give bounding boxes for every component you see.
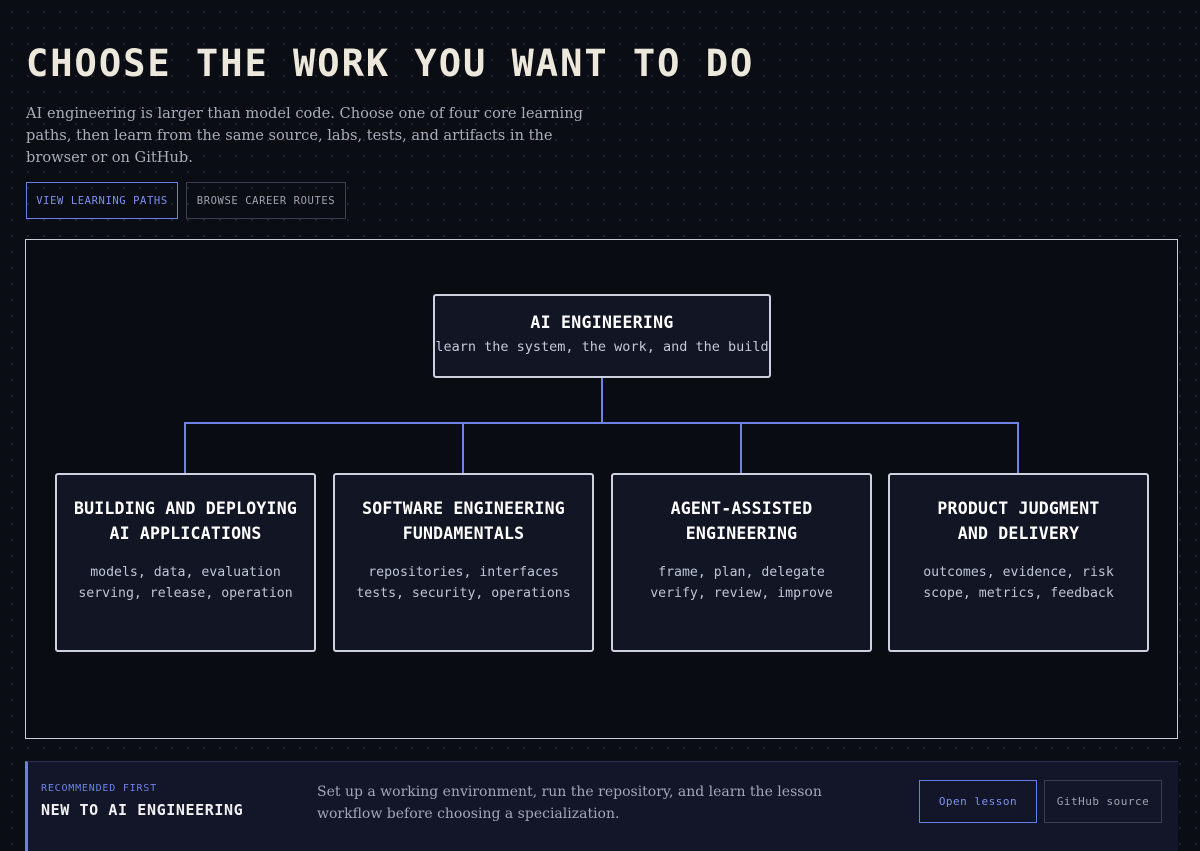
- title-line: PRODUCT JUDGMENT: [937, 499, 1100, 518]
- path-node-building-deploying[interactable]: BUILDING AND DEPLOYING AI APPLICATIONS m…: [55, 473, 316, 652]
- github-source-button[interactable]: GitHub source: [1044, 780, 1162, 823]
- path-node-software-engineering[interactable]: SOFTWARE ENGINEERING FUNDAMENTALS reposi…: [333, 473, 594, 652]
- learning-paths-diagram: AI ENGINEERING learn the system, the wor…: [25, 239, 1178, 739]
- root-node-subtitle: learn the system, the work, and the buil…: [435, 339, 769, 355]
- title-line: AGENT-ASSISTED: [670, 499, 813, 518]
- topics-line: repositories, interfaces: [368, 565, 559, 580]
- path-node-topics: frame, plan, delegate verify, review, im…: [613, 563, 870, 604]
- topics-line: models, data, evaluation: [90, 565, 281, 580]
- title-line: FUNDAMENTALS: [402, 524, 525, 543]
- connector-drop-3: [740, 422, 742, 473]
- title-line: ENGINEERING: [685, 524, 798, 543]
- title-line: AND DELIVERY: [957, 524, 1080, 543]
- title-line: SOFTWARE ENGINEERING: [362, 499, 565, 518]
- connector-drop-1: [184, 422, 186, 473]
- root-node-ai-engineering: AI ENGINEERING learn the system, the wor…: [433, 294, 771, 378]
- topics-line: frame, plan, delegate: [658, 565, 825, 580]
- connector-horizontal: [184, 422, 1019, 424]
- page-title: CHOOSE THE WORK YOU WANT TO DO: [26, 42, 755, 85]
- path-node-agent-assisted[interactable]: AGENT-ASSISTED ENGINEERING frame, plan, …: [611, 473, 872, 652]
- recommended-description: Set up a working environment, run the re…: [317, 784, 822, 822]
- path-node-title: BUILDING AND DEPLOYING AI APPLICATIONS: [57, 496, 314, 546]
- path-node-topics: outcomes, evidence, risk scope, metrics,…: [890, 563, 1147, 604]
- topics-line: outcomes, evidence, risk: [923, 565, 1114, 580]
- recommended-eyebrow: RECOMMENDED FIRST: [41, 783, 157, 794]
- connector-drop-2: [462, 422, 464, 473]
- view-learning-paths-button[interactable]: VIEW LEARNING PATHS: [26, 182, 178, 219]
- path-node-topics: models, data, evaluation serving, releas…: [57, 563, 314, 604]
- title-line: AI APPLICATIONS: [109, 524, 262, 543]
- topics-line: verify, review, improve: [650, 585, 833, 601]
- hero-description: AI engineering is larger than model code…: [26, 105, 583, 166]
- connector-drop-4: [1017, 422, 1019, 473]
- recommended-first-banner: RECOMMENDED FIRST NEW TO AI ENGINEERING …: [25, 761, 1178, 851]
- path-node-topics: repositories, interfaces tests, security…: [335, 563, 592, 604]
- recommended-title: NEW TO AI ENGINEERING: [41, 801, 244, 819]
- connector-root-stem: [601, 378, 603, 423]
- browse-career-routes-button[interactable]: BROWSE CAREER ROUTES: [186, 182, 346, 219]
- path-node-product-judgment[interactable]: PRODUCT JUDGMENT AND DELIVERY outcomes, …: [888, 473, 1149, 652]
- topics-line: serving, release, operation: [78, 585, 293, 601]
- open-lesson-button[interactable]: Open lesson: [919, 780, 1037, 823]
- root-node-title: AI ENGINEERING: [530, 313, 674, 332]
- path-node-title: SOFTWARE ENGINEERING FUNDAMENTALS: [335, 496, 592, 546]
- title-line: BUILDING AND DEPLOYING: [74, 499, 297, 518]
- path-node-title: PRODUCT JUDGMENT AND DELIVERY: [890, 496, 1147, 546]
- path-node-title: AGENT-ASSISTED ENGINEERING: [613, 496, 870, 546]
- topics-line: scope, metrics, feedback: [923, 585, 1114, 601]
- topics-line: tests, security, operations: [356, 585, 571, 601]
